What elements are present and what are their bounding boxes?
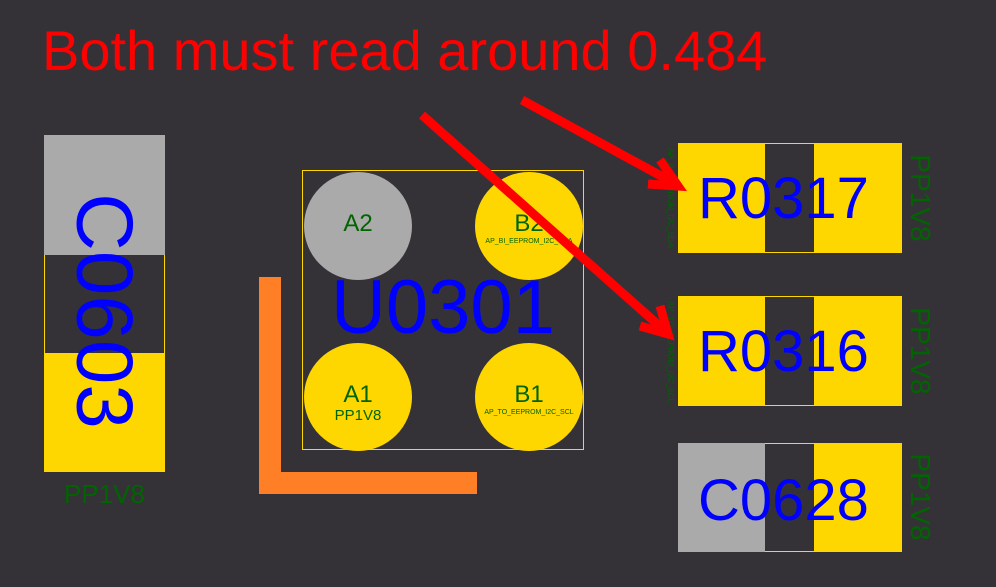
pad-pp1v8[interactable] (44, 353, 165, 472)
ref-designator: C0628 (698, 468, 869, 533)
component-body (765, 443, 814, 552)
pad-ground[interactable] (678, 443, 765, 552)
trace-vertical (259, 277, 281, 494)
net-label: PP1V8 (334, 407, 382, 424)
pin-label: B1 (514, 381, 544, 408)
net-label: AP_TO_EEPROM_I2C_SCL (484, 409, 574, 416)
ref-designator: R0317 (698, 166, 869, 231)
component-c0603[interactable]: C0603 PP1V8 (44, 135, 165, 509)
component-c0628[interactable]: PP1V8 C0628 (678, 443, 936, 552)
pin-label: A2 (343, 210, 373, 237)
arrow-to-r0316 (419, 111, 675, 341)
component-r0316[interactable]: AP_TO_EEPROM_I2C_SCL PP1V8 R0316 (666, 296, 936, 406)
pad-ground[interactable] (44, 135, 165, 255)
pin-a2[interactable]: A2 (304, 172, 412, 280)
pad-right[interactable] (814, 296, 902, 406)
trace-horizontal (259, 472, 477, 494)
component-body (44, 255, 165, 353)
component-r0317[interactable]: AP_BI_EEPROM_I2C_SDA PP1V8 R0317 (666, 143, 936, 253)
pin-label: A1 (343, 381, 373, 408)
ref-designator: U0301 (331, 265, 555, 350)
ref-designator: R0316 (698, 319, 869, 384)
annotation-text: Both must read around 0.484 (42, 19, 768, 82)
arrow-to-r0317 (519, 96, 688, 192)
pad-left[interactable] (678, 296, 765, 406)
pad-right[interactable] (814, 143, 902, 253)
component-body (765, 296, 814, 406)
component-body (765, 143, 814, 253)
net-label: AP_BI_EEPROM_I2C_SDA (485, 238, 573, 245)
pad-left[interactable] (678, 143, 765, 253)
pad-right[interactable] (814, 443, 902, 552)
net-label: PP1V8 (64, 479, 145, 509)
